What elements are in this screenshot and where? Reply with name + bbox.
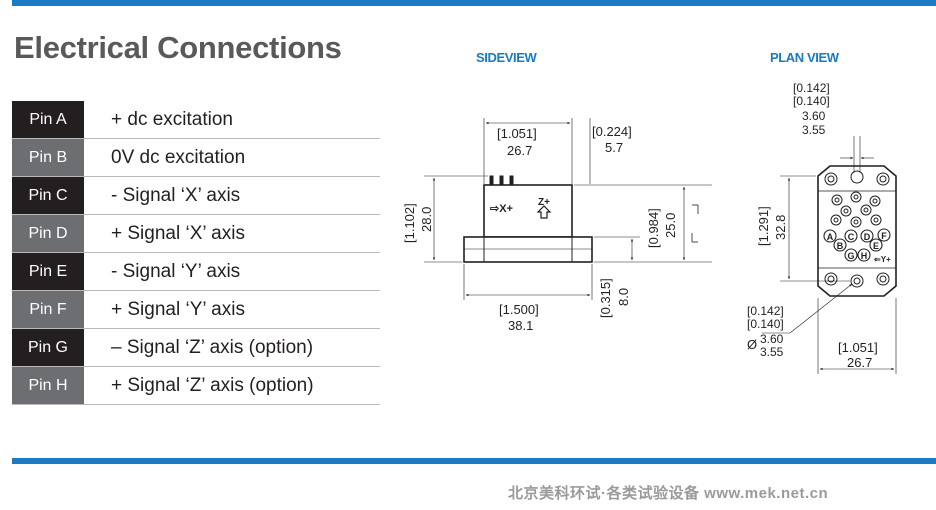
pin-label: Pin G [12, 329, 84, 366]
pin-label: Pin A [12, 101, 84, 138]
mounting-hole [876, 172, 890, 186]
pin-label: Pin E [12, 253, 84, 290]
pin-description: 0V dc excitation [111, 146, 246, 168]
plan-hole-mm1: 3.60 [760, 332, 784, 346]
pin-label: Pin C [12, 177, 84, 214]
pin-letter-e: E [873, 241, 879, 251]
dim-base-in: [1.500] [499, 302, 539, 317]
dim-width-in: [1.051] [497, 126, 537, 141]
sideview-base [463, 236, 593, 263]
sideview-drawing [424, 118, 712, 300]
sideview-title: SIDEVIEW [476, 50, 537, 65]
dim-flange-mm: 8.0 [616, 288, 631, 306]
connector-pin [489, 175, 494, 186]
pin-description: – Signal ‘Z’ axis (option) [111, 336, 314, 358]
dim-cap-mm: 5.7 [605, 140, 623, 155]
planview-drawing [762, 136, 897, 374]
pin-row: Pin G – Signal ‘Z’ axis (option) [12, 329, 380, 367]
plan-height-mm: 32.8 [773, 215, 788, 240]
pin-description: + Signal ‘Y’ axis [111, 298, 245, 320]
mounting-hole [876, 272, 890, 286]
pin-row: Pin D + Signal ‘X’ axis [12, 215, 380, 253]
plan-top-mm1: 3.60 [802, 109, 826, 123]
pin-row: Pin E - Signal ‘Y’ axis [12, 253, 380, 291]
dim-width-mm: 26.7 [507, 143, 532, 158]
pin-letter-a: A [827, 232, 834, 242]
dim-flange-in: [0.315] [598, 278, 613, 318]
connector-pin [509, 175, 514, 186]
pin-letter-group: A B C D E F G H [823, 228, 891, 262]
pin-row: Pin H + Signal ‘Z’ axis (option) [12, 367, 380, 405]
pin-table: Pin A + dc excitation Pin B 0V dc excita… [12, 101, 380, 405]
y-axis-label: ⇐Y+ [874, 255, 891, 264]
page-title: Electrical Connections [14, 30, 342, 65]
dim-body-in: [0.984] [646, 208, 661, 248]
pin-row: Pin C - Signal ‘X’ axis [12, 177, 380, 215]
plan-hole-in1: [0.142] [747, 304, 784, 318]
pin-letter-d: D [864, 232, 871, 242]
pin-description: + Signal ‘Z’ axis (option) [111, 374, 314, 396]
plan-width-mm: 26.7 [847, 355, 872, 370]
pin-description: - Signal ‘X’ axis [111, 184, 241, 206]
pin-row: Pin A + dc excitation [12, 101, 380, 139]
pin-letter-h: H [861, 251, 868, 261]
dim-cap-in: [0.224] [592, 124, 632, 139]
pin-description: - Signal ‘Y’ axis [111, 260, 241, 282]
plan-hole-mm2: 3.55 [760, 345, 784, 359]
z-axis-label: Z+ [538, 197, 550, 208]
pin-label: Pin D [12, 215, 84, 252]
pin-label: Pin B [12, 139, 84, 176]
plan-top-mm2: 3.55 [802, 123, 826, 137]
z-arrow-icon [536, 205, 552, 219]
plan-height-in: [1.291] [756, 206, 771, 246]
dim-height-mm: 28.0 [419, 207, 434, 232]
bottom-accent-bar [12, 458, 936, 464]
pin-letter-g: G [847, 251, 854, 261]
pin-letter-f: F [881, 231, 887, 241]
planview-title: PLAN VIEW [770, 50, 839, 65]
mounting-hole [824, 272, 838, 286]
pin-letter-b: B [837, 241, 844, 251]
mounting-hole [824, 172, 838, 186]
plan-top-in1: [0.142] [793, 81, 830, 95]
plan-top-in2: [0.140] [793, 94, 830, 108]
pin-row: Pin F + Signal ‘Y’ axis [12, 291, 380, 329]
connector-pin [499, 175, 504, 186]
top-accent-bar [12, 0, 936, 6]
pin-description: + dc excitation [111, 108, 233, 130]
pin-label: Pin F [12, 291, 84, 328]
dim-height-in: [1.102] [402, 203, 417, 243]
pin-row: Pin B 0V dc excitation [12, 139, 380, 177]
dim-base-mm: 38.1 [508, 318, 533, 333]
plan-width-in: [1.051] [838, 340, 878, 355]
pin-description: + Signal ‘X’ axis [111, 222, 245, 244]
center-hole [850, 274, 864, 288]
pin-letter-c: C [848, 232, 855, 242]
diameter-symbol: Ø [747, 337, 757, 352]
x-axis-label: ⇨X+ [490, 203, 513, 215]
plan-hole-in2: [0.140] [747, 317, 784, 331]
hole-leader [789, 283, 853, 334]
pin-label: Pin H [12, 367, 84, 404]
dim-body-mm: 25.0 [663, 213, 678, 238]
watermark: 北京美科环试·各类试验设备 www.mek.net.cn [508, 485, 829, 502]
